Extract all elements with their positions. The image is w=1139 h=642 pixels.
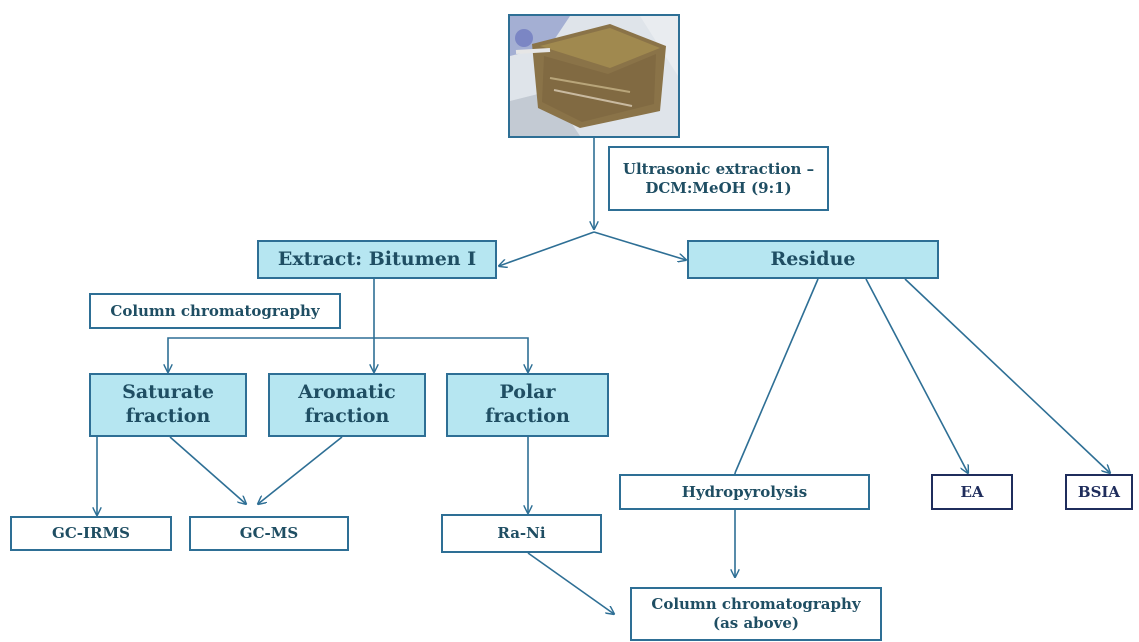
arrow-saturate-to-gcms [170, 437, 246, 504]
arrow-residue-to-bsia [905, 279, 1110, 473]
ultrasonic-line-1: Ultrasonic extraction – [623, 160, 814, 179]
gc-ms-box: GC-MS [189, 516, 349, 551]
residue-label: Residue [771, 248, 856, 272]
bracket-saturate [168, 338, 374, 372]
ultrasonic-line-2: DCM:MeOH (9:1) [645, 179, 791, 198]
bsia-box: BSIA [1065, 474, 1133, 510]
saturate-line-1: Saturate [122, 381, 214, 405]
gc-ms-label: GC-MS [240, 524, 298, 543]
gc-irms-label: GC-IRMS [52, 524, 130, 543]
arrow-split-to-extract [499, 232, 594, 266]
column-chromatography-2-box: Column chromatography (as above) [630, 587, 882, 641]
aromatic-line-2: fraction [305, 405, 390, 429]
column-chromatography-box: Column chromatography [89, 293, 341, 329]
ra-ni-box: Ra-Ni [441, 514, 602, 553]
hydropyrolysis-box: Hydropyrolysis [619, 474, 870, 510]
polar-fraction-box: Polar fraction [446, 373, 609, 437]
ea-label: EA [960, 483, 983, 502]
rock-sample-illustration [510, 16, 678, 136]
ea-box: EA [931, 474, 1013, 510]
aromatic-fraction-box: Aromatic fraction [268, 373, 426, 437]
gc-irms-box: GC-IRMS [10, 516, 172, 551]
bsia-label: BSIA [1078, 483, 1120, 502]
ra-ni-label: Ra-Ni [497, 524, 545, 543]
arrow-aromatic-to-gcms [258, 437, 342, 504]
extract-bitumen-label: Extract: Bitumen I [278, 248, 476, 272]
polar-line-1: Polar [500, 381, 556, 405]
line-residue-to-hydropyrolysis [735, 279, 818, 473]
extract-bitumen-box: Extract: Bitumen I [257, 240, 497, 279]
saturate-line-2: fraction [126, 405, 211, 429]
column-chromatography-2-line-1: Column chromatography [651, 595, 860, 614]
residue-box: Residue [687, 240, 939, 279]
rock-sample-photo [508, 14, 680, 138]
column-chromatography-2-line-2: (as above) [713, 614, 799, 633]
arrow-split-to-residue [594, 232, 686, 260]
ultrasonic-extraction-box: Ultrasonic extraction – DCM:MeOH (9:1) [608, 146, 829, 211]
hydropyrolysis-label: Hydropyrolysis [682, 483, 807, 502]
arrow-residue-to-ea [866, 279, 968, 473]
polar-line-2: fraction [485, 405, 570, 429]
arrow-rani-to-columnchrom2 [528, 553, 614, 614]
column-chromatography-label: Column chromatography [110, 302, 319, 321]
bracket-polar [374, 338, 528, 372]
saturate-fraction-box: Saturate fraction [89, 373, 247, 437]
aromatic-line-1: Aromatic [298, 381, 395, 405]
